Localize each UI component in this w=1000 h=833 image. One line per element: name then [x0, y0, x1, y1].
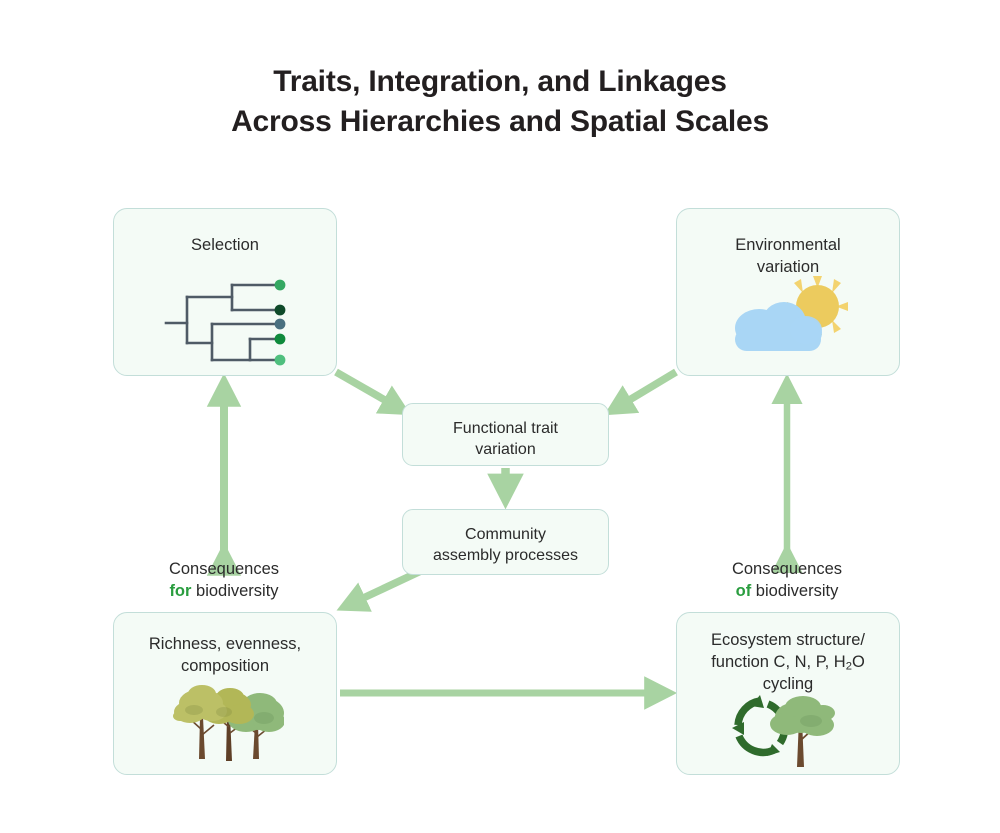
- box-richness-label: Richness, evenness, composition: [114, 634, 336, 678]
- box-community-assembly-processes[interactable]: Community assembly processes: [402, 509, 609, 575]
- box-environment-label-line2: variation: [756, 257, 820, 276]
- arrow-selection-to-functional: [334, 368, 412, 416]
- ecosystem-tree-canopy: [770, 696, 835, 736]
- title-line-2: Across Hierarchies and Spatial Scales: [231, 104, 769, 138]
- caption-left-line1: Consequences: [168, 560, 280, 578]
- caption-left-line2: for biodiversity: [124, 581, 324, 603]
- caption-left-highlight: for: [169, 581, 192, 600]
- box-ecosystem-label: Ecosystem structure/ function C, N, P, H…: [677, 630, 899, 696]
- page-title: Traits, Integration, and Linkages Across…: [0, 62, 1000, 142]
- caption-right-line1: Consequences: [731, 560, 843, 578]
- box-community-label: Community assembly processes: [403, 524, 608, 566]
- recycle-arrowheads: [732, 695, 780, 756]
- phylogenetic-tree-icon: [164, 279, 286, 366]
- arrow-environment-to-functional: [603, 368, 678, 416]
- box-functional-label-line1: Functional trait: [453, 420, 558, 437]
- title-line-1: Traits, Integration, and Linkages: [273, 65, 727, 98]
- caption-consequences-of-biodiversity: Consequences of biodiversity: [687, 559, 887, 603]
- box-ecosystem-label-line1: Ecosystem structure/: [710, 631, 866, 649]
- box-functional-label: Functional trait variation: [403, 418, 608, 460]
- caption-right-line2: of biodiversity: [687, 581, 887, 603]
- box-community-label-line2: assembly processes: [433, 547, 578, 565]
- box-ecosystem-label-line2-a: function C, N, P, H: [711, 652, 846, 671]
- caption-consequences-for-biodiversity: Consequences for biodiversity: [124, 559, 324, 603]
- box-environmental-variation[interactable]: Environmental variation: [676, 208, 900, 376]
- box-ecosystem-structure-function[interactable]: Ecosystem structure/ function C, N, P, H…: [676, 612, 900, 775]
- box-ecosystem-label-subscript: 2: [845, 660, 852, 673]
- caption-right-rest: biodiversity: [751, 581, 839, 600]
- caption-right-highlight: of: [735, 581, 752, 600]
- box-environment-label: Environmental variation: [677, 235, 899, 279]
- box-richness-evenness-composition[interactable]: Richness, evenness, composition: [113, 612, 337, 775]
- box-ecosystem-label-line3: cycling: [762, 675, 814, 694]
- box-selection-label: Selection: [191, 236, 259, 254]
- three-trees-icon: [173, 685, 284, 761]
- box-community-label-line1: Community: [465, 526, 546, 543]
- box-richness-label-line1: Richness, evenness,: [148, 635, 302, 653]
- box-richness-label-line2: composition: [180, 656, 270, 675]
- caption-left-rest: biodiversity: [191, 581, 279, 600]
- sun-behind-cloud-icon: [735, 276, 848, 351]
- box-selection[interactable]: Selection: [113, 208, 337, 376]
- box-functional-label-line2: variation: [475, 441, 536, 459]
- nutrient-cycling-tree-icon: [732, 695, 835, 767]
- canopy-olive-left: [173, 685, 227, 723]
- box-environment-label-line1: Environmental: [735, 236, 841, 254]
- box-functional-trait-variation[interactable]: Functional trait variation: [402, 403, 609, 466]
- box-ecosystem-label-line2: function C, N, P, H2O: [677, 652, 899, 674]
- box-ecosystem-label-line2-b: O: [851, 652, 865, 671]
